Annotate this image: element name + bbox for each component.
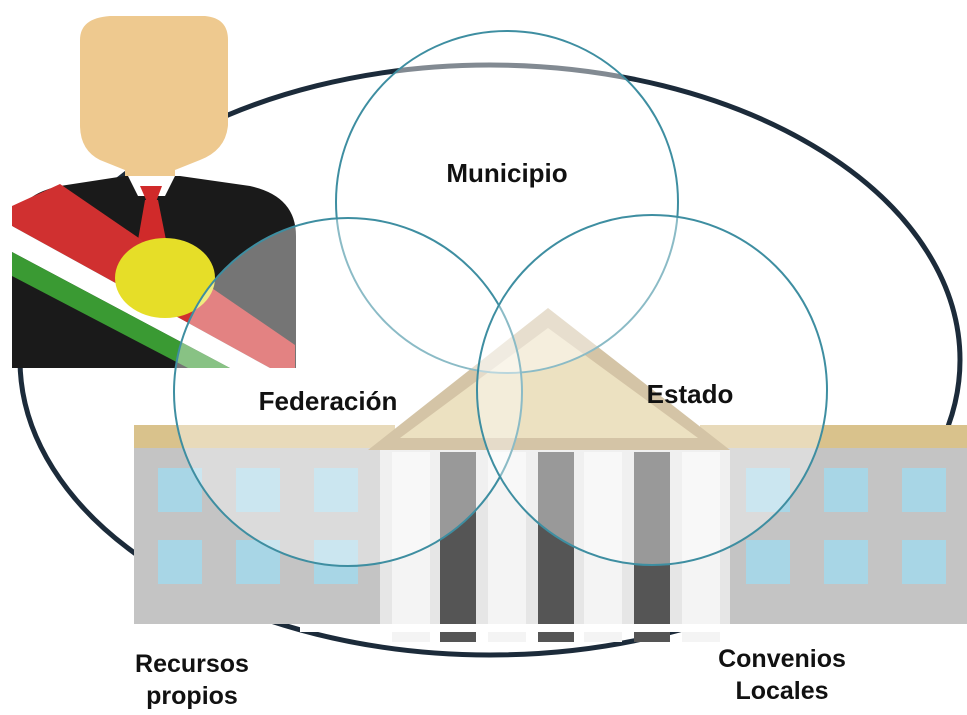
circle-estado <box>476 214 828 566</box>
label-convenios-locales-line1: Convenios <box>718 645 846 673</box>
label-estado: Estado <box>646 379 734 409</box>
government-building-icon <box>134 308 967 642</box>
label-municipio: Municipio <box>446 158 568 188</box>
label-federacion: Federación <box>258 386 398 416</box>
sash-medal <box>115 238 215 318</box>
circle-federacion <box>173 217 523 567</box>
circle-municipio <box>335 30 679 374</box>
official-with-sash-icon <box>12 16 296 368</box>
label-convenios-locales-line2: Locales <box>735 677 829 705</box>
label-recursos-propios-line2: propios <box>146 682 238 710</box>
label-recursos-propios-line1: Recursos <box>135 650 249 678</box>
label-convenios-locales: Convenios Locales <box>718 643 846 707</box>
label-recursos-propios: Recursos propios <box>135 648 249 712</box>
